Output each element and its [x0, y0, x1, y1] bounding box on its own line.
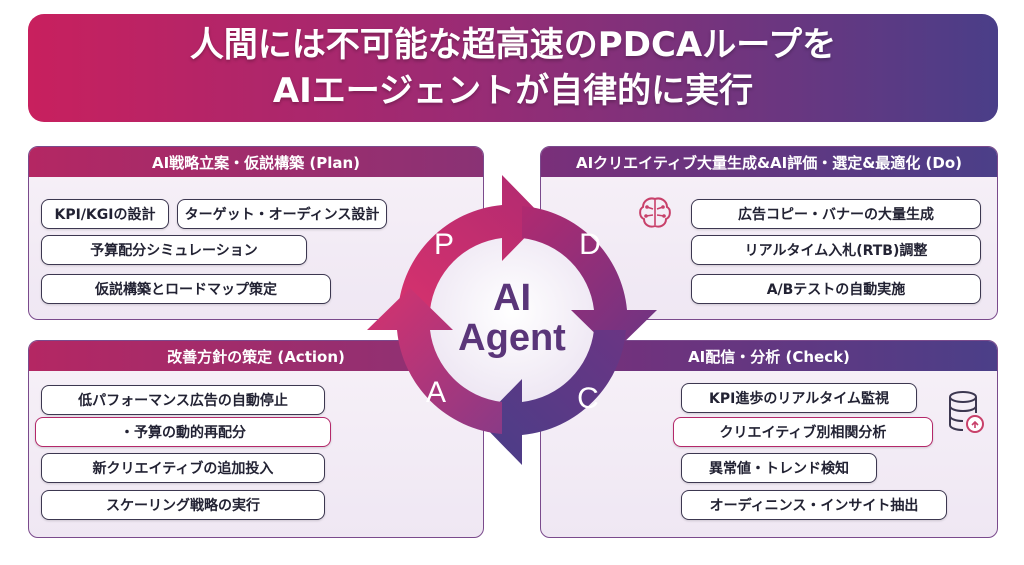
brain-icon: [635, 193, 675, 233]
arrow-d: [522, 206, 657, 352]
letter-a: A: [426, 376, 446, 409]
action-item-scaling: スケーリング戦略の実行: [41, 490, 325, 520]
action-item-budget: ・予算の動的再配分: [35, 417, 331, 447]
arrow-p: [398, 175, 544, 310]
plan-item-budget: 予算配分シミュレーション: [41, 235, 307, 265]
check-item-insight: オーディニンス・インサイト抽出: [681, 490, 947, 520]
do-item-abtest: A/Bテストの自動実施: [691, 274, 981, 304]
action-item-new-creative: 新クリエイティブの追加投入: [41, 453, 325, 483]
plan-panel: AI戦略立案・仮説構築 (Plan) KPI/KGIの設計 ターゲット・オーディ…: [28, 146, 484, 320]
plan-item-kpi: KPI/KGIの設計: [41, 199, 169, 229]
do-item-generate: 広告コピー・バナーの大量生成: [691, 199, 981, 229]
check-item-correlation: クリエイティブ別相関分析: [673, 417, 933, 447]
plan-header: AI戦略立案・仮説構築 (Plan): [29, 147, 483, 177]
pdca-cycle: P D C A AI Agent: [362, 170, 662, 470]
letter-d: D: [579, 228, 601, 261]
do-header: AIクリエイティブ大量生成&AI評価・選定&最適化 (Do): [541, 147, 997, 177]
title-banner: 人間には不可能な超高速のPDCAループを AIエージェントが自律的に実行: [28, 14, 998, 122]
title-line-2: AIエージェントが自律的に実行: [272, 71, 754, 111]
letter-c: C: [577, 382, 599, 415]
action-panel: 改善方針の策定 (Action) 低パフォーマンス広告の自動停止 ・予算の動的再…: [28, 340, 484, 538]
action-item-stop: 低パフォーマンス広告の自動停止: [41, 385, 325, 415]
database-icon: [945, 389, 985, 435]
do-item-rtb: リアルタイム入札(RTB)調整: [691, 235, 981, 265]
plan-item-roadmap: 仮説構築とロードマップ策定: [41, 274, 331, 304]
title-line-1: 人間には不可能な超高速のPDCAループを: [189, 25, 837, 65]
center-line-1: AI: [493, 277, 531, 319]
check-panel: AI配信・分析 (Check) KPI進歩のリアルタイム監視 クリエイティブ別相…: [540, 340, 998, 538]
do-panel: AIクリエイティブ大量生成&AI評価・選定&最適化 (Do) 広告コピー・バナー…: [540, 146, 998, 320]
check-item-kpi: KPI進歩のリアルタイム監視: [681, 383, 917, 413]
check-item-anomaly: 異常値・トレンド検知: [681, 453, 877, 483]
arrow-a: [367, 288, 502, 434]
letter-p: P: [434, 228, 454, 261]
plan-item-target: ターゲット・オーディンス設計: [177, 199, 387, 229]
center-line-2: Agent: [458, 317, 566, 359]
arrow-c: [480, 330, 626, 465]
